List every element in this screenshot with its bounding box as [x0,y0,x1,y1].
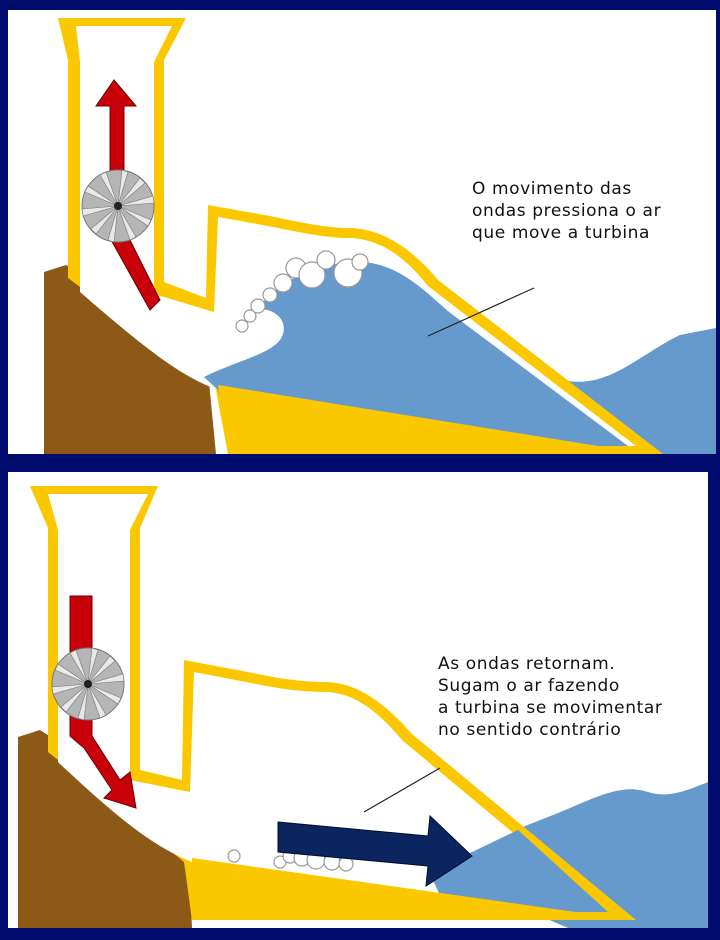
bottom-diagram [18,486,708,928]
cliff [44,265,216,454]
caption-line: no sentido contrário [438,720,622,740]
caption-leader-line [427,287,535,337]
caption-line: O movimento das [472,179,632,199]
bottom-caption: As ondas retornam. Sugam o ar fazendo a … [438,653,663,741]
caption-line: ondas pressiona o ar [472,201,662,221]
caption-leader-line [363,767,441,813]
caption-line: As ondas retornam. [438,654,616,674]
top-diagram [44,18,716,454]
arrow-right-icon [277,814,473,887]
caption-line: que move a turbina [472,223,651,243]
cliff [18,730,192,928]
sea-floor-ramp [218,385,648,454]
top-panel: O movimento das ondas pressiona o ar que… [8,10,716,454]
air-chamber [48,494,608,912]
arrow-icon [95,79,161,311]
caption-line: Sugam o ar fazendo [438,676,620,696]
chamber-water [428,830,608,912]
air-bubbles [235,250,369,333]
top-caption: O movimento das ondas pressiona o ar que… [472,178,661,244]
bottom-panel: As ondas retornam. Sugam o ar fazendo a … [8,472,708,928]
caption-line: a turbina se movimentar [438,698,663,718]
turbine-icon [81,169,155,243]
air-chamber [76,26,636,446]
sea-floor-ramp [192,858,618,920]
turbine-icon [51,647,125,721]
